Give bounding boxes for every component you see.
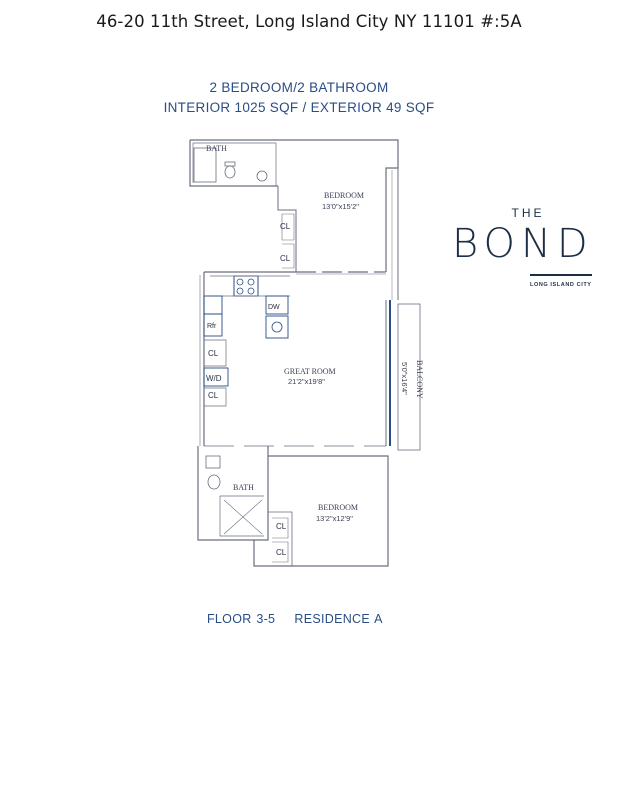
closet-label: CL [276, 522, 287, 531]
toilet-icon [224, 165, 236, 179]
top-bedroom-name: BEDROOM [324, 191, 364, 200]
counter [203, 295, 223, 315]
fridge-label: Rfr [207, 323, 217, 330]
closet-label: CL [280, 222, 291, 231]
balcony-name: BALCONY [415, 360, 424, 399]
bottom-bath-label: BATH [233, 483, 254, 492]
closet-label: CL [208, 391, 219, 400]
closet-label: CL [276, 548, 287, 557]
bottom-bedroom-wall [253, 455, 389, 567]
logo-rule [530, 274, 592, 276]
washer-dryer [203, 367, 229, 387]
great-room-name: GREAT ROOM [284, 367, 336, 376]
sink-icon [256, 170, 268, 182]
great-room-dims: 21'2"x19'8" [288, 377, 325, 386]
toilet-bottom [205, 455, 221, 469]
closet-label: CL [280, 254, 291, 263]
closet-label: CL [208, 349, 219, 358]
floor-residence-label: FLOOR 3-5 RESIDENCE A [207, 612, 383, 626]
top-bedroom-dims: 13'0"x15'2" [322, 202, 359, 211]
logo-name: BOND [452, 221, 594, 267]
listing-address: 46-20 11th Street, Long Island City NY 1… [96, 12, 522, 31]
logo-subtitle: LONG ISLAND CITY [530, 282, 592, 288]
bathtub [193, 147, 217, 183]
great-room-wall [203, 271, 296, 446]
kitchen-sink [265, 315, 289, 339]
top-bath-wall [189, 140, 278, 187]
bottom-bedroom-name: BEDROOM [318, 503, 358, 512]
logo-the: THE [511, 206, 545, 220]
unit-area: INTERIOR 1025 SQF / EXTERIOR 49 SQF [163, 100, 435, 115]
dishwasher-label: DW [268, 304, 280, 311]
bottom-bedroom-dims: 13'2"x12'9" [316, 514, 353, 523]
the-bond-logo: THE BOND LONG ISLAND CITY [448, 206, 600, 296]
balcony [397, 303, 421, 451]
fridge [203, 313, 223, 337]
balcony-dims: 5'0"x16'4" [400, 362, 409, 395]
unit-type: 2 BEDROOM/2 BATHROOM [209, 80, 389, 95]
top-bath-label: BATH [206, 144, 227, 153]
washer-dryer-label: W/D [206, 374, 222, 383]
dishwasher [265, 295, 289, 315]
